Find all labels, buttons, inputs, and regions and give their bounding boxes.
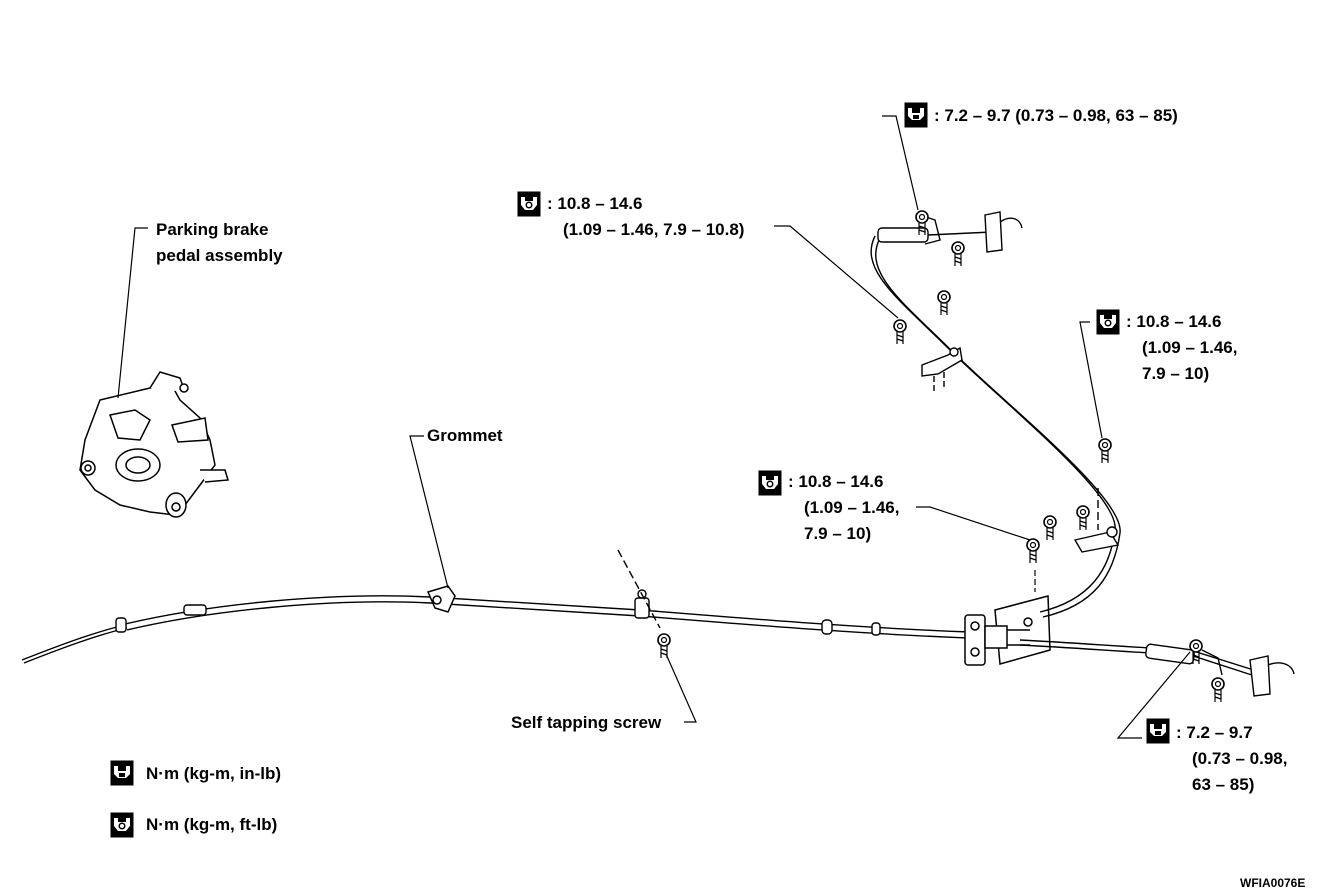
- right-bracket-bolt: [1076, 505, 1090, 531]
- torque-spec-equalizer: : 10.8 – 14.6 (1.09 – 1.46, 7.9 – 10): [788, 469, 899, 547]
- cable-clip: [617, 549, 661, 629]
- right-bracket-bolt-top: [1098, 438, 1112, 464]
- rear-line1: : 7.2 – 9.7: [1176, 723, 1253, 742]
- upper-bracket-bolt-a: [937, 290, 951, 316]
- torque-wrench-outline-icon: [517, 191, 541, 217]
- equalizer-bolt-a: [1043, 515, 1057, 541]
- torque-wrench-solid-icon: [1146, 718, 1170, 744]
- torque-spec-front-top: : 7.2 – 9.7 (0.73 – 0.98, 63 – 85): [934, 106, 1178, 125]
- equalizer-bolt-b: [1026, 538, 1040, 564]
- rear-line2: (0.73 – 0.98,: [1192, 749, 1288, 768]
- legend-ft-lb: N·m (kg-m, ft-lb): [146, 815, 278, 834]
- upper-bracket-bolt-b: [893, 319, 907, 345]
- right-bracket-line3: 7.9 – 10): [1142, 364, 1210, 383]
- upper-rear-cable: [870, 211, 1121, 618]
- right-bracket-line2: (1.09 – 1.46,: [1142, 338, 1238, 357]
- torque-spec-front-bracket: : 10.8 – 14.6 (1.09 – 1.46, 7.9 – 10.8): [547, 191, 744, 243]
- pedal-assembly-label: Parking brake pedal assembly: [156, 217, 283, 269]
- cable-ferrules: [115, 604, 881, 636]
- equalizer-bracket: [964, 595, 1051, 666]
- pedal-label-line2: pedal assembly: [156, 246, 283, 265]
- torque-wrench-solid-icon: [904, 102, 928, 128]
- grommet-label: Grommet: [427, 426, 503, 445]
- grommet-part: [426, 585, 456, 613]
- torque-wrench-solid-icon: [110, 760, 134, 786]
- self-tapping-screw-label: Self tapping screw: [511, 713, 662, 732]
- torque-spec-rear: : 7.2 – 9.7 (0.73 – 0.98, 63 – 85): [1176, 720, 1287, 798]
- equalizer-line2: (1.09 – 1.46,: [804, 498, 900, 517]
- leader-lines: [117, 115, 1191, 739]
- equalizer-line3: 7.9 – 10): [804, 524, 872, 543]
- front-bracket-line1: : 10.8 – 14.6: [547, 194, 643, 213]
- parking-brake-pedal-part: [79, 371, 229, 518]
- lower-rear-bolt: [1211, 677, 1225, 703]
- torque-wrench-outline-icon: [110, 812, 134, 838]
- figure-code: WFIA0076E: [1240, 876, 1306, 890]
- right-bracket-line1: : 10.8 – 14.6: [1126, 312, 1222, 331]
- torque-wrench-outline-icon: [1096, 309, 1120, 335]
- legend-in-lb: N·m (kg-m, in-lb): [146, 764, 282, 783]
- lower-rear-cable: [1019, 639, 1295, 697]
- front-bracket-line2: (1.09 – 1.46, 7.9 – 10.8): [563, 220, 745, 239]
- torque-spec-right-bracket: : 10.8 – 14.6 (1.09 – 1.46, 7.9 – 10): [1126, 309, 1237, 387]
- equalizer-line1: : 10.8 – 14.6: [788, 472, 884, 491]
- upper-cable-bracket: [921, 346, 963, 392]
- upper-rear-bolt: [951, 241, 965, 267]
- rear-line3: 63 – 85): [1192, 775, 1255, 794]
- right-cable-bracket: [1073, 488, 1120, 553]
- torque-wrench-outline-icon: [758, 470, 782, 496]
- self-tapping-screw-part: [657, 633, 671, 659]
- pedal-label-line1: Parking brake: [156, 220, 269, 239]
